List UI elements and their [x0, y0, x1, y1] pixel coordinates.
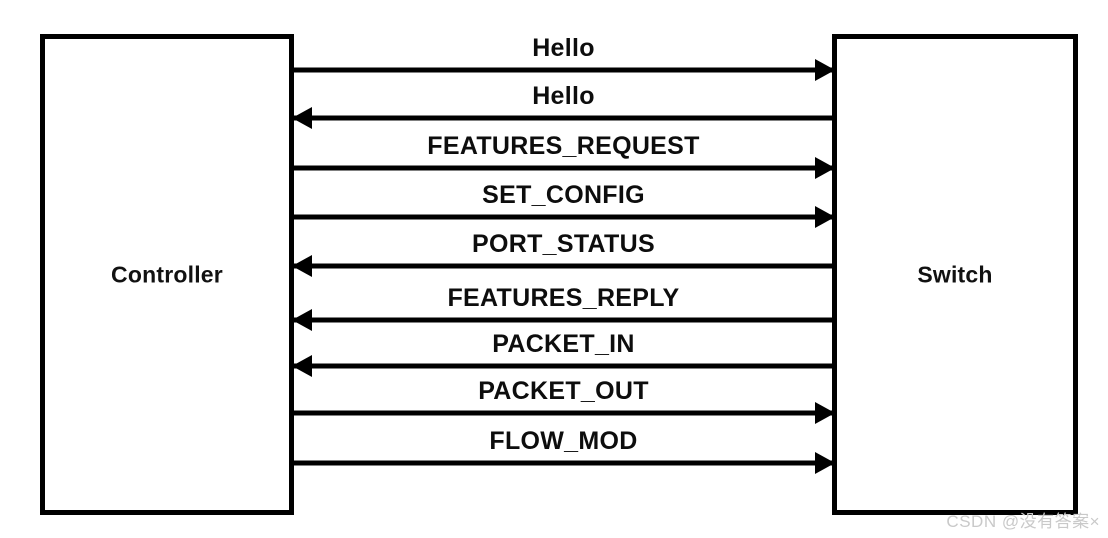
arrowhead-right-icon — [815, 59, 835, 81]
actor-box-switch: Switch — [832, 34, 1078, 515]
arrowhead-right-icon — [815, 402, 835, 424]
message-label: PACKET_IN — [492, 330, 635, 358]
message-label: FLOW_MOD — [489, 427, 638, 455]
message-label: PORT_STATUS — [472, 230, 655, 258]
message-line — [293, 317, 834, 323]
message-line — [293, 363, 834, 369]
message-line — [293, 165, 834, 171]
arrowhead-right-icon — [815, 157, 835, 179]
actor-box-controller: Controller — [40, 34, 294, 515]
arrowhead-left-icon — [292, 255, 312, 277]
message-label: Hello — [532, 82, 595, 110]
arrowhead-left-icon — [292, 355, 312, 377]
message-label: Hello — [532, 34, 595, 62]
arrowhead-left-icon — [292, 309, 312, 331]
message-label: FEATURES_REQUEST — [427, 132, 700, 160]
message-line — [293, 263, 834, 269]
arrowhead-right-icon — [815, 206, 835, 228]
arrowhead-right-icon — [815, 452, 835, 474]
message-line — [293, 410, 834, 416]
message-line — [293, 115, 834, 121]
actor-label-switch: Switch — [917, 261, 993, 287]
message-line — [293, 460, 834, 466]
message-label: FEATURES_REPLY — [447, 284, 680, 312]
message-line — [293, 67, 834, 73]
message-line — [293, 214, 834, 220]
message-label: SET_CONFIG — [482, 181, 645, 209]
message-label: PACKET_OUT — [478, 377, 649, 405]
actor-label-controller: Controller — [111, 261, 223, 287]
arrowhead-left-icon — [292, 107, 312, 129]
